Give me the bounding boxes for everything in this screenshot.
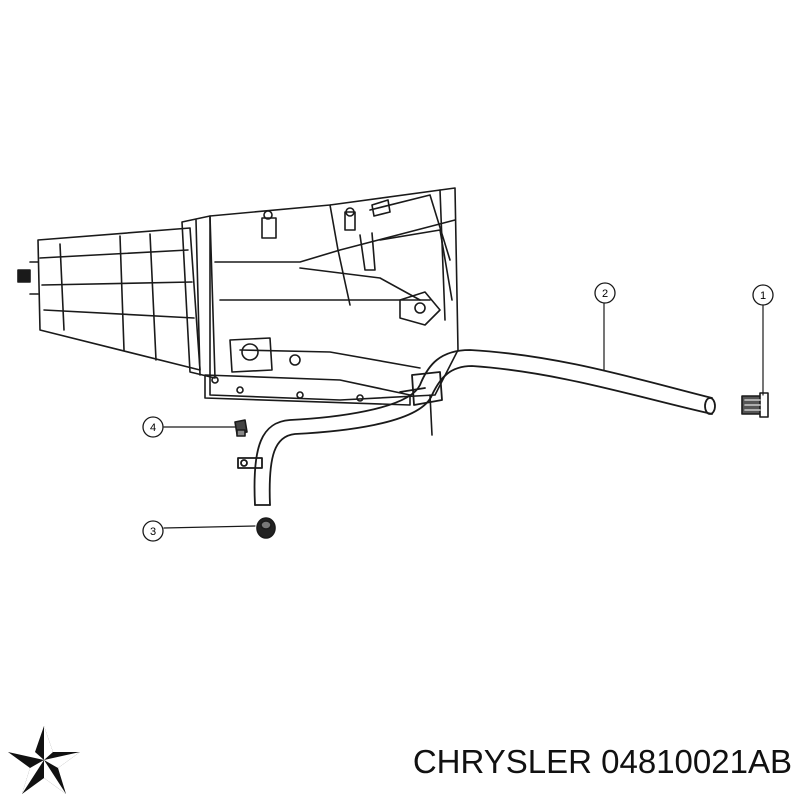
callout-2-label: 2 <box>602 288 608 300</box>
callout-1-circle <box>752 284 774 306</box>
callout-4-label: 4 <box>150 422 156 434</box>
callout-1-label: 1 <box>760 290 766 302</box>
pentastar-icon <box>8 726 80 794</box>
brand-name: CHRYSLER <box>412 743 592 780</box>
plug-illustration <box>741 392 769 418</box>
callout-4-circle <box>142 416 164 438</box>
callout-3-circle <box>142 520 164 542</box>
part-caption: CHRYSLER 04810021AB <box>300 738 792 786</box>
leader-lines <box>163 302 764 529</box>
transmission-illustration <box>17 187 459 436</box>
grommet-illustration <box>256 517 276 539</box>
bolt-illustration <box>234 419 248 437</box>
callout-3-label: 3 <box>150 526 156 538</box>
callout-2-circle <box>594 282 616 304</box>
part-number: 04810021AB <box>601 743 792 780</box>
dipstick-tube-illustration <box>237 349 716 506</box>
